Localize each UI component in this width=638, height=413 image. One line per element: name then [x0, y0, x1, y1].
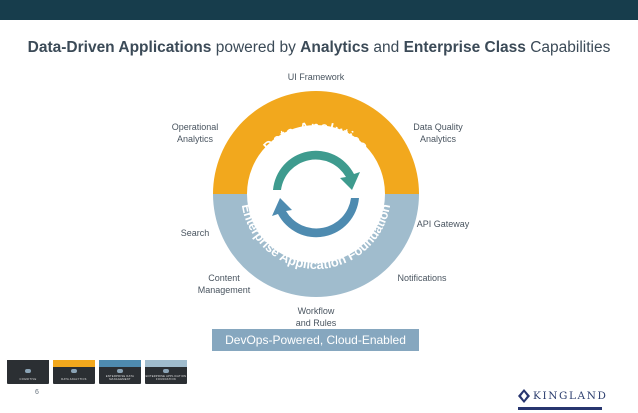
title-part-5: Enterprise Class	[403, 39, 526, 56]
page-number: 6	[35, 389, 39, 396]
inner-top-label: Cognitive	[303, 164, 328, 172]
kingland-wordmark: KINGLAND	[533, 390, 608, 402]
title-part-4: and	[369, 39, 404, 56]
data-analytics-ring	[213, 91, 419, 194]
kingland-logo: KINGLAND	[518, 389, 610, 413]
thumbnail-icon	[163, 369, 169, 373]
thumbnail-enterprise-data-management[interactable]: ENTERPRISE DATA MANAGEMENT	[99, 360, 141, 384]
thumbnail-enterprise-application-foundation[interactable]: ENTERPRISE APPLICATION FOUNDATION	[145, 360, 187, 384]
thumbnail-caption: ENTERPRISE APPLICATION FOUNDATION	[145, 375, 187, 381]
devops-banner: DevOps-Powered, Cloud-Enabled	[212, 329, 419, 351]
thumbnail-icon	[117, 369, 123, 373]
thumbnail-caption: COGNITIVE	[19, 378, 37, 381]
thumbnail-bar	[53, 360, 95, 367]
cognitive-cycle-arrow	[273, 150, 360, 190]
thumbnail-icon	[25, 369, 31, 373]
thumbnail-bar	[145, 360, 187, 367]
kingland-logo-icon	[518, 389, 530, 403]
data-management-cycle-arrow	[272, 198, 359, 238]
title-part-6: Capabilities	[525, 39, 611, 56]
title-part-3: Analytics	[300, 39, 370, 56]
logo-underline	[518, 407, 602, 410]
thumbnail-bar	[99, 360, 141, 367]
title-part-1: Data-Driven Applications	[27, 39, 212, 56]
title-part-2: powered by	[211, 39, 301, 56]
thumbnail-caption: ENTERPRISE DATA MANAGEMENT	[105, 375, 135, 381]
page-title: Data-Driven Applications powered by Anal…	[0, 39, 638, 57]
top-bar	[0, 0, 638, 20]
thumbnail-cognitive[interactable]: COGNITIVE	[7, 360, 49, 384]
api-gateway-label: API Gateway	[416, 219, 470, 229]
thumbnail-bar	[7, 360, 49, 367]
thumbnail-icon	[71, 369, 77, 373]
notifications-label: Notifications	[397, 273, 447, 283]
enterprise-application-foundation-ring	[213, 194, 419, 297]
ui-framework-label: UI Framework	[287, 72, 345, 82]
search-label: Search	[180, 228, 210, 238]
thumbnail-data-analytics[interactable]: DATA ANALYTICS	[53, 360, 95, 384]
thumbnail-caption: DATA ANALYTICS	[61, 378, 87, 381]
